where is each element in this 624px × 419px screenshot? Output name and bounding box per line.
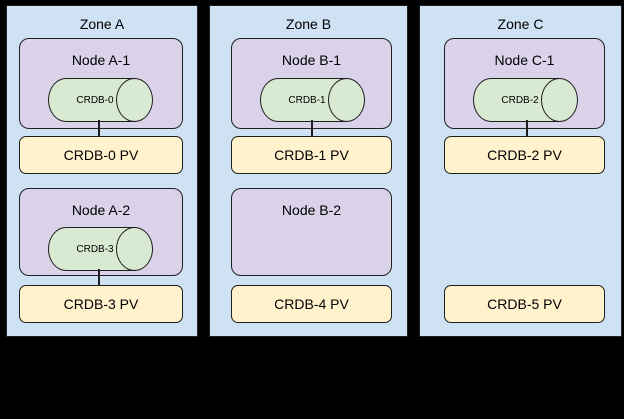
pv-crdb2: CRDB-2 PV bbox=[444, 136, 605, 174]
node-c1-title: Node C-1 bbox=[494, 52, 555, 68]
pv-crdb0-label: CRDB-0 PV bbox=[63, 147, 139, 163]
node-b1: Node B-1 CRDB-1 bbox=[231, 38, 392, 129]
pv-crdb4: CRDB-4 PV bbox=[231, 285, 392, 323]
pv-crdb1: CRDB-1 PV bbox=[231, 136, 392, 174]
pv-crdb4-label: CRDB-4 PV bbox=[274, 296, 349, 312]
zone-c: Zone C Node C-1 CRDB-2 CRDB-2 PV CRDB-5 … bbox=[419, 5, 622, 337]
node-b1-title: Node B-1 bbox=[281, 52, 342, 68]
zone-c-title: Zone C bbox=[497, 16, 544, 32]
pv-crdb5-label: CRDB-5 PV bbox=[487, 296, 562, 312]
crdb-3-cylinder: CRDB-3 bbox=[48, 227, 153, 271]
pv-crdb3: CRDB-3 PV bbox=[19, 285, 183, 323]
crdb-3-label: CRDB-3 bbox=[76, 243, 114, 255]
cylinder-cap bbox=[116, 78, 153, 122]
cylinder-cap bbox=[328, 78, 365, 122]
zone-a-title: Zone A bbox=[79, 16, 125, 32]
node-a1-title: Node A-1 bbox=[71, 52, 131, 68]
crdb-0-label: CRDB-0 bbox=[76, 94, 114, 106]
connector-crdb1-to-pv bbox=[311, 120, 313, 137]
connector-crdb0-to-pv bbox=[98, 120, 100, 137]
node-a1: Node A-1 CRDB-0 bbox=[19, 38, 183, 129]
zone-b-title: Zone B bbox=[285, 16, 332, 32]
zone-a: Zone A Node A-1 CRDB-0 CRDB-0 PV Node A-… bbox=[6, 5, 198, 337]
crdb-1-cylinder: CRDB-1 bbox=[260, 78, 365, 122]
connector-crdb3-to-pv bbox=[98, 269, 100, 286]
pv-crdb3-label: CRDB-3 PV bbox=[63, 296, 139, 312]
zone-b: Zone B Node B-1 CRDB-1 CRDB-1 PV Node B-… bbox=[209, 5, 408, 337]
node-b2: Node B-2 bbox=[231, 188, 392, 276]
connector-crdb2-to-pv bbox=[526, 120, 528, 137]
crdb-2-label: CRDB-2 bbox=[501, 94, 539, 106]
cylinder-cap bbox=[116, 227, 153, 271]
node-b2-title: Node B-2 bbox=[281, 202, 342, 218]
node-a2-title: Node A-2 bbox=[71, 202, 131, 218]
node-a2: Node A-2 CRDB-3 bbox=[19, 188, 183, 276]
crdb-2-cylinder: CRDB-2 bbox=[473, 78, 578, 122]
pv-crdb2-label: CRDB-2 PV bbox=[487, 147, 562, 163]
node-c1: Node C-1 CRDB-2 bbox=[444, 38, 605, 129]
cylinder-cap bbox=[541, 78, 578, 122]
pv-crdb5: CRDB-5 PV bbox=[444, 285, 605, 323]
pv-crdb1-label: CRDB-1 PV bbox=[274, 147, 349, 163]
crdb-0-cylinder: CRDB-0 bbox=[48, 78, 153, 122]
pv-crdb0: CRDB-0 PV bbox=[19, 136, 183, 174]
crdb-1-label: CRDB-1 bbox=[288, 94, 326, 106]
